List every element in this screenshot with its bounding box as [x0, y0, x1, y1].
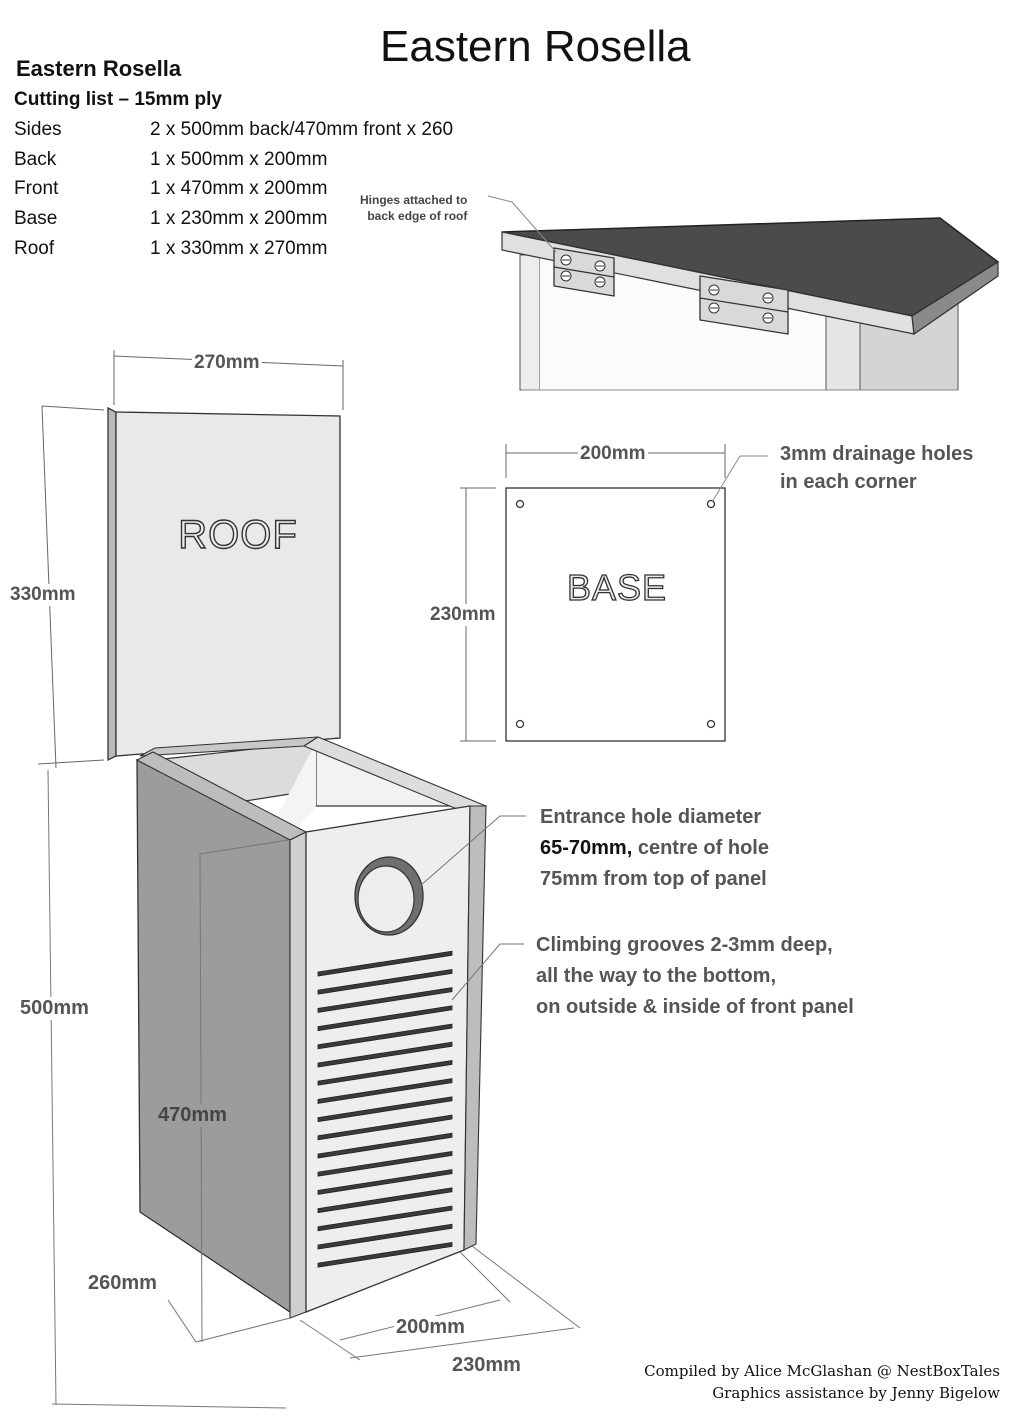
grooves-note-line: on outside & inside of front panel [536, 996, 854, 1018]
climbing-groove [317, 1114, 453, 1141]
climbing-groove [317, 1132, 453, 1159]
climbing-groove [317, 1223, 453, 1250]
drainage-hole-icon [706, 499, 716, 509]
grooves-note-line: all the way to the bottom, [536, 965, 777, 987]
base-length-label: 230mm [428, 604, 498, 626]
climbing-groove [317, 1078, 453, 1104]
side-depth-label: 260mm [86, 1272, 159, 1295]
hinge-note-line: back edge of roof [367, 209, 468, 223]
entrance-note-line: 65-70mm, centre of hole [540, 833, 769, 864]
cut-part-spec: 1 x 470mm x 200mm [150, 178, 328, 199]
hinge-icon [553, 247, 615, 297]
nest-box-body [135, 736, 488, 1319]
page-title: Eastern Rosella [380, 22, 691, 71]
cutting-list-row: Roof 1 x 330mm x 270mm [14, 238, 327, 260]
cut-part-name: Base [14, 208, 58, 229]
entrance-note-line: Entrance hole diameter [540, 806, 762, 828]
cut-part-spec: 1 x 330mm x 270mm [150, 238, 328, 259]
climbing-groove [317, 950, 453, 977]
grooves-note-line: Climbing grooves 2-3mm deep, [536, 934, 833, 956]
drainage-hole-icon [515, 719, 525, 729]
cutting-list-subheading: Cutting list – 15mm ply [14, 89, 222, 110]
climbing-groove [317, 1241, 453, 1268]
drainage-hole-icon [515, 499, 525, 509]
climbing-groove [317, 968, 453, 995]
roof-panel-label: ROOF [178, 513, 298, 557]
drainage-note-line: in each corner [780, 471, 917, 493]
entrance-note-text: centre of hole [632, 837, 769, 859]
climbing-groove [317, 1169, 453, 1195]
drainage-note: 3mm drainage holes in each corner [780, 440, 973, 496]
front-width-label: 200mm [394, 1316, 467, 1339]
cutting-list-row: Back 1 x 500mm x 200mm [14, 149, 327, 171]
cutting-list-row: Front 1 x 470mm x 200mm [14, 178, 327, 200]
climbing-groove [317, 1150, 453, 1177]
climbing-groove [317, 1023, 453, 1050]
entrance-diameter-value: 65-70mm, [540, 837, 633, 859]
entrance-note: Entrance hole diameter 65-70mm, centre o… [540, 802, 769, 895]
cut-part-spec: 2 x 500mm back/470mm front x 260 [150, 119, 454, 140]
hinge-icon [699, 275, 789, 335]
climbing-groove [317, 1041, 453, 1068]
cut-part-name: Sides [14, 119, 62, 140]
climbing-groove [317, 1187, 453, 1214]
cutting-list-heading: Eastern Rosella [16, 56, 182, 81]
cut-part-spec: 1 x 230mm x 200mm [150, 208, 328, 229]
climbing-groove [317, 1059, 453, 1086]
back-height-label: 500mm [18, 997, 91, 1020]
climbing-grooves [317, 950, 453, 1268]
base-panel-label: BASE [567, 567, 667, 608]
base-width-dimension-label: 230mm [450, 1354, 523, 1377]
drainage-note-line: 3mm drainage holes [780, 443, 974, 465]
front-height-label: 470mm [156, 1104, 229, 1127]
climbing-groove [317, 1005, 453, 1032]
base-width-label: 200mm [578, 443, 648, 465]
grooves-note: Climbing grooves 2-3mm deep, all the way… [536, 930, 854, 1023]
hinge-note-line: Hinges attached to [360, 193, 468, 207]
cut-part-name: Roof [14, 238, 55, 259]
cutting-list-row: Sides 2 x 500mm back/470mm front x 260 [14, 119, 453, 141]
hinge-detail [487, 195, 1000, 391]
box-dimension-lines [47, 769, 581, 1409]
cut-part-name: Back [14, 149, 57, 170]
entrance-note-line: 75mm from top of panel [540, 868, 767, 890]
drainage-hole-icon [706, 719, 716, 729]
roof-panel: ROOF [37, 350, 344, 769]
base-panel: BASE [460, 444, 768, 742]
roof-length-label: 330mm [8, 584, 78, 606]
hinge-note: Hinges attached to back edge of roof [360, 192, 467, 224]
credit-compiled: Compiled by Alice McGlashan @ NestBoxTal… [644, 1362, 1000, 1380]
cutting-list-row: Base 1 x 230mm x 200mm [14, 208, 327, 230]
cut-part-spec: 1 x 500mm x 200mm [150, 149, 328, 170]
roof-width-label: 270mm [192, 352, 262, 374]
climbing-groove [317, 987, 453, 1013]
cut-part-name: Front [14, 178, 59, 199]
climbing-groove [317, 1205, 453, 1232]
credit-graphics: Graphics assistance by Jenny Bigelow [712, 1384, 1000, 1402]
climbing-groove [317, 1096, 453, 1123]
